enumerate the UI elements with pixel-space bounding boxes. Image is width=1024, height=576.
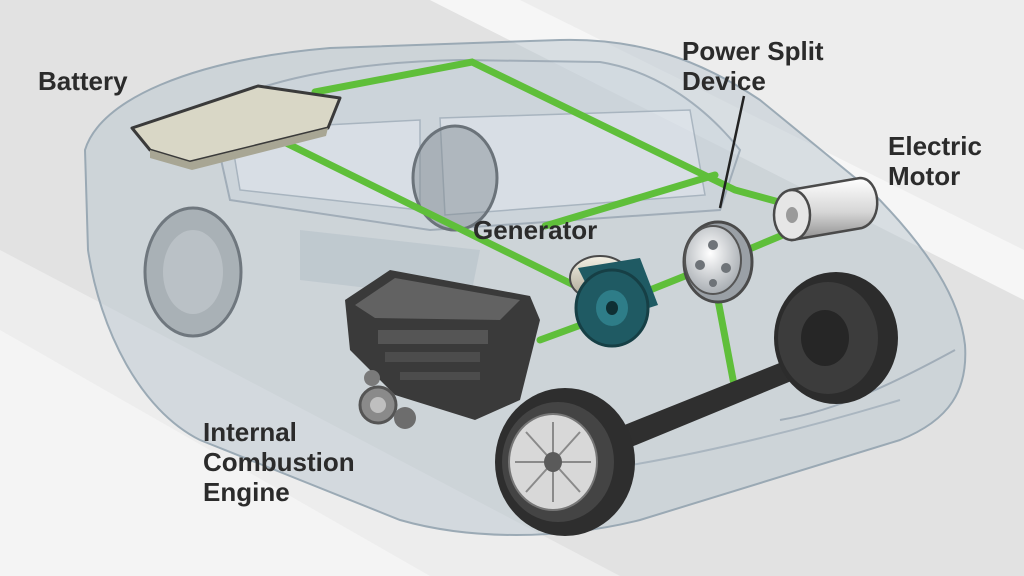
combustion-engine xyxy=(345,270,540,429)
power-split-device xyxy=(682,220,754,304)
label-electric-motor-line-1: Electric xyxy=(888,131,982,161)
label-engine-line-3: Engine xyxy=(203,477,290,507)
label-generator-text: Generator xyxy=(473,215,598,245)
label-engine-line-2: Combustion xyxy=(203,447,355,477)
power-split-leader-line xyxy=(718,95,746,209)
label-power-split-line-2: Device xyxy=(682,66,766,96)
generator xyxy=(569,255,658,348)
electric-motor xyxy=(772,176,879,242)
label-electric-motor: Electric Motor xyxy=(888,131,982,191)
label-electric-motor-line-2: Motor xyxy=(888,161,961,191)
battery-pack xyxy=(130,84,342,170)
label-battery-text: Battery xyxy=(38,66,128,96)
rear-left-wheel xyxy=(143,206,243,338)
label-combustion-engine: Internal Combustion Engine xyxy=(203,417,355,507)
label-power-split-device: Power Split Device xyxy=(682,36,824,96)
label-generator: Generator xyxy=(473,215,597,245)
label-engine-line-1: Internal xyxy=(203,417,297,447)
front-right-wheel xyxy=(774,272,898,404)
label-power-split-line-1: Power Split xyxy=(682,36,824,66)
front-left-wheel xyxy=(495,388,635,536)
car-body xyxy=(83,38,967,536)
label-battery: Battery xyxy=(38,66,128,96)
